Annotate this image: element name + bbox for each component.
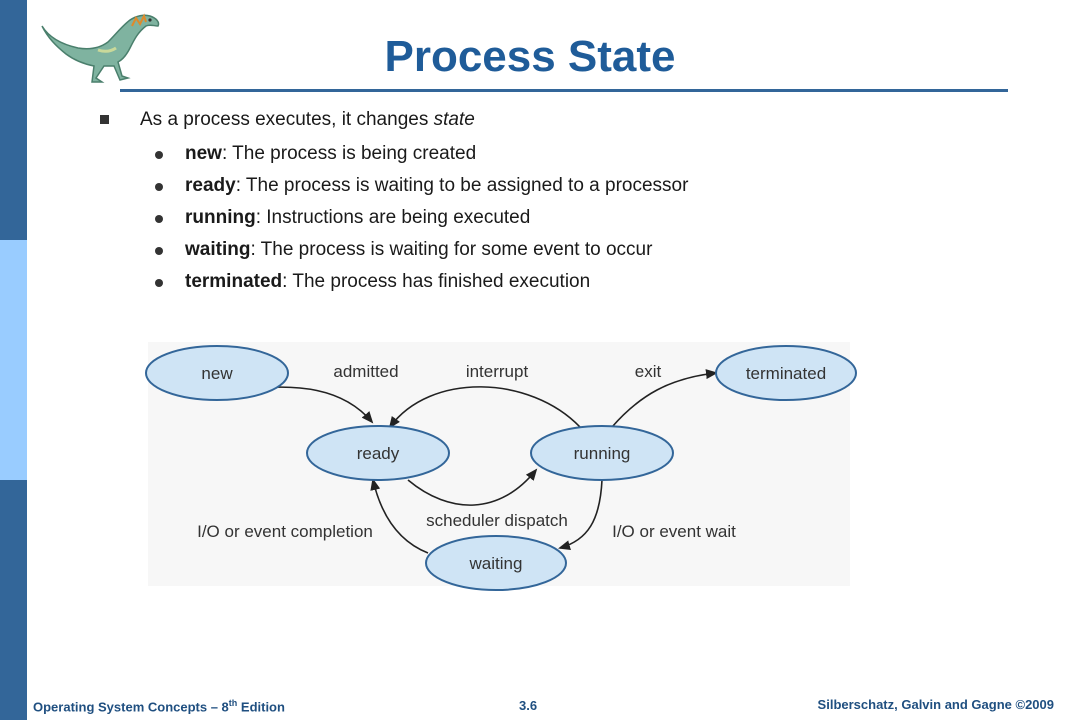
state-desc: : The process is waiting for some event … [250, 239, 653, 260]
node-running: running [530, 425, 674, 481]
node-running-shape [530, 425, 674, 481]
sidebar-accent [0, 240, 27, 480]
edge-label-io-completion: I/O or event completion [197, 522, 373, 541]
slide-sidebar [0, 0, 27, 720]
footer-book-title: Operating System Concepts – 8th Edition [33, 698, 285, 714]
state-desc: : The process has finished execution [282, 271, 591, 292]
edge-label-io-wait: I/O or event wait [612, 522, 736, 541]
state-desc: : The process is being created [221, 143, 477, 164]
node-waiting-shape [425, 535, 567, 591]
node-new-shape [145, 345, 289, 401]
state-term: running [185, 207, 256, 228]
state-desc: : The process is waiting to be assigned … [235, 175, 689, 196]
state-term: new [185, 143, 222, 164]
round-bullet-icon [155, 215, 163, 223]
state-desc: : Instructions are being executed [255, 207, 531, 228]
edge-scheduler-dispatch-arrow [407, 468, 538, 506]
page-title: Process State [384, 32, 676, 81]
node-new: new [145, 345, 289, 401]
footer-book-title-text: Operating System Concepts – 8 [33, 699, 229, 715]
node-terminated-shape [715, 345, 857, 401]
node-terminated-label: terminated [746, 364, 826, 383]
edge-interrupt-arrow [388, 386, 581, 429]
round-bullet-icon [155, 279, 163, 287]
footer-slide-number: 3.6 [519, 698, 538, 713]
main-bullet-text: As a process executes, it changes state [140, 109, 475, 131]
node-ready: ready [306, 425, 450, 481]
state-term: ready [185, 175, 236, 196]
node-waiting-label: waiting [469, 554, 523, 573]
square-bullet-icon [100, 115, 109, 124]
state-term: waiting [185, 239, 251, 260]
main-bullet-prefix: As a process executes, it changes [140, 109, 434, 130]
edge-label-exit: exit [635, 362, 662, 381]
footer-authors: Silberschatz, Galvin and Gagne ©2009 [817, 697, 1054, 712]
edge-label-admitted: admitted [333, 362, 398, 381]
edge-io-completion-arrow [370, 478, 429, 554]
node-running-label: running [574, 444, 631, 463]
round-bullet-icon [155, 247, 163, 255]
title-divider [120, 89, 1008, 92]
edge-label-scheduler-dispatch: scheduler dispatch [426, 511, 568, 530]
dinosaur-logo-icon [41, 13, 160, 83]
edge-exit-arrow [611, 369, 718, 428]
node-ready-shape [306, 425, 450, 481]
round-bullet-icon [155, 151, 163, 159]
main-bullet-emphasis: state [433, 109, 475, 130]
node-waiting: waiting [425, 535, 567, 591]
state-term: terminated [185, 271, 283, 292]
round-bullet-icon [155, 183, 163, 191]
edge-label-interrupt: interrupt [466, 362, 529, 381]
node-ready-label: ready [357, 444, 400, 463]
edge-io-wait-arrow [558, 479, 603, 551]
node-new-label: new [201, 364, 233, 383]
footer-book-edition-suffix: Edition [237, 699, 285, 715]
node-terminated: terminated [715, 345, 857, 401]
footer-book-edition-sup: th [228, 698, 238, 708]
